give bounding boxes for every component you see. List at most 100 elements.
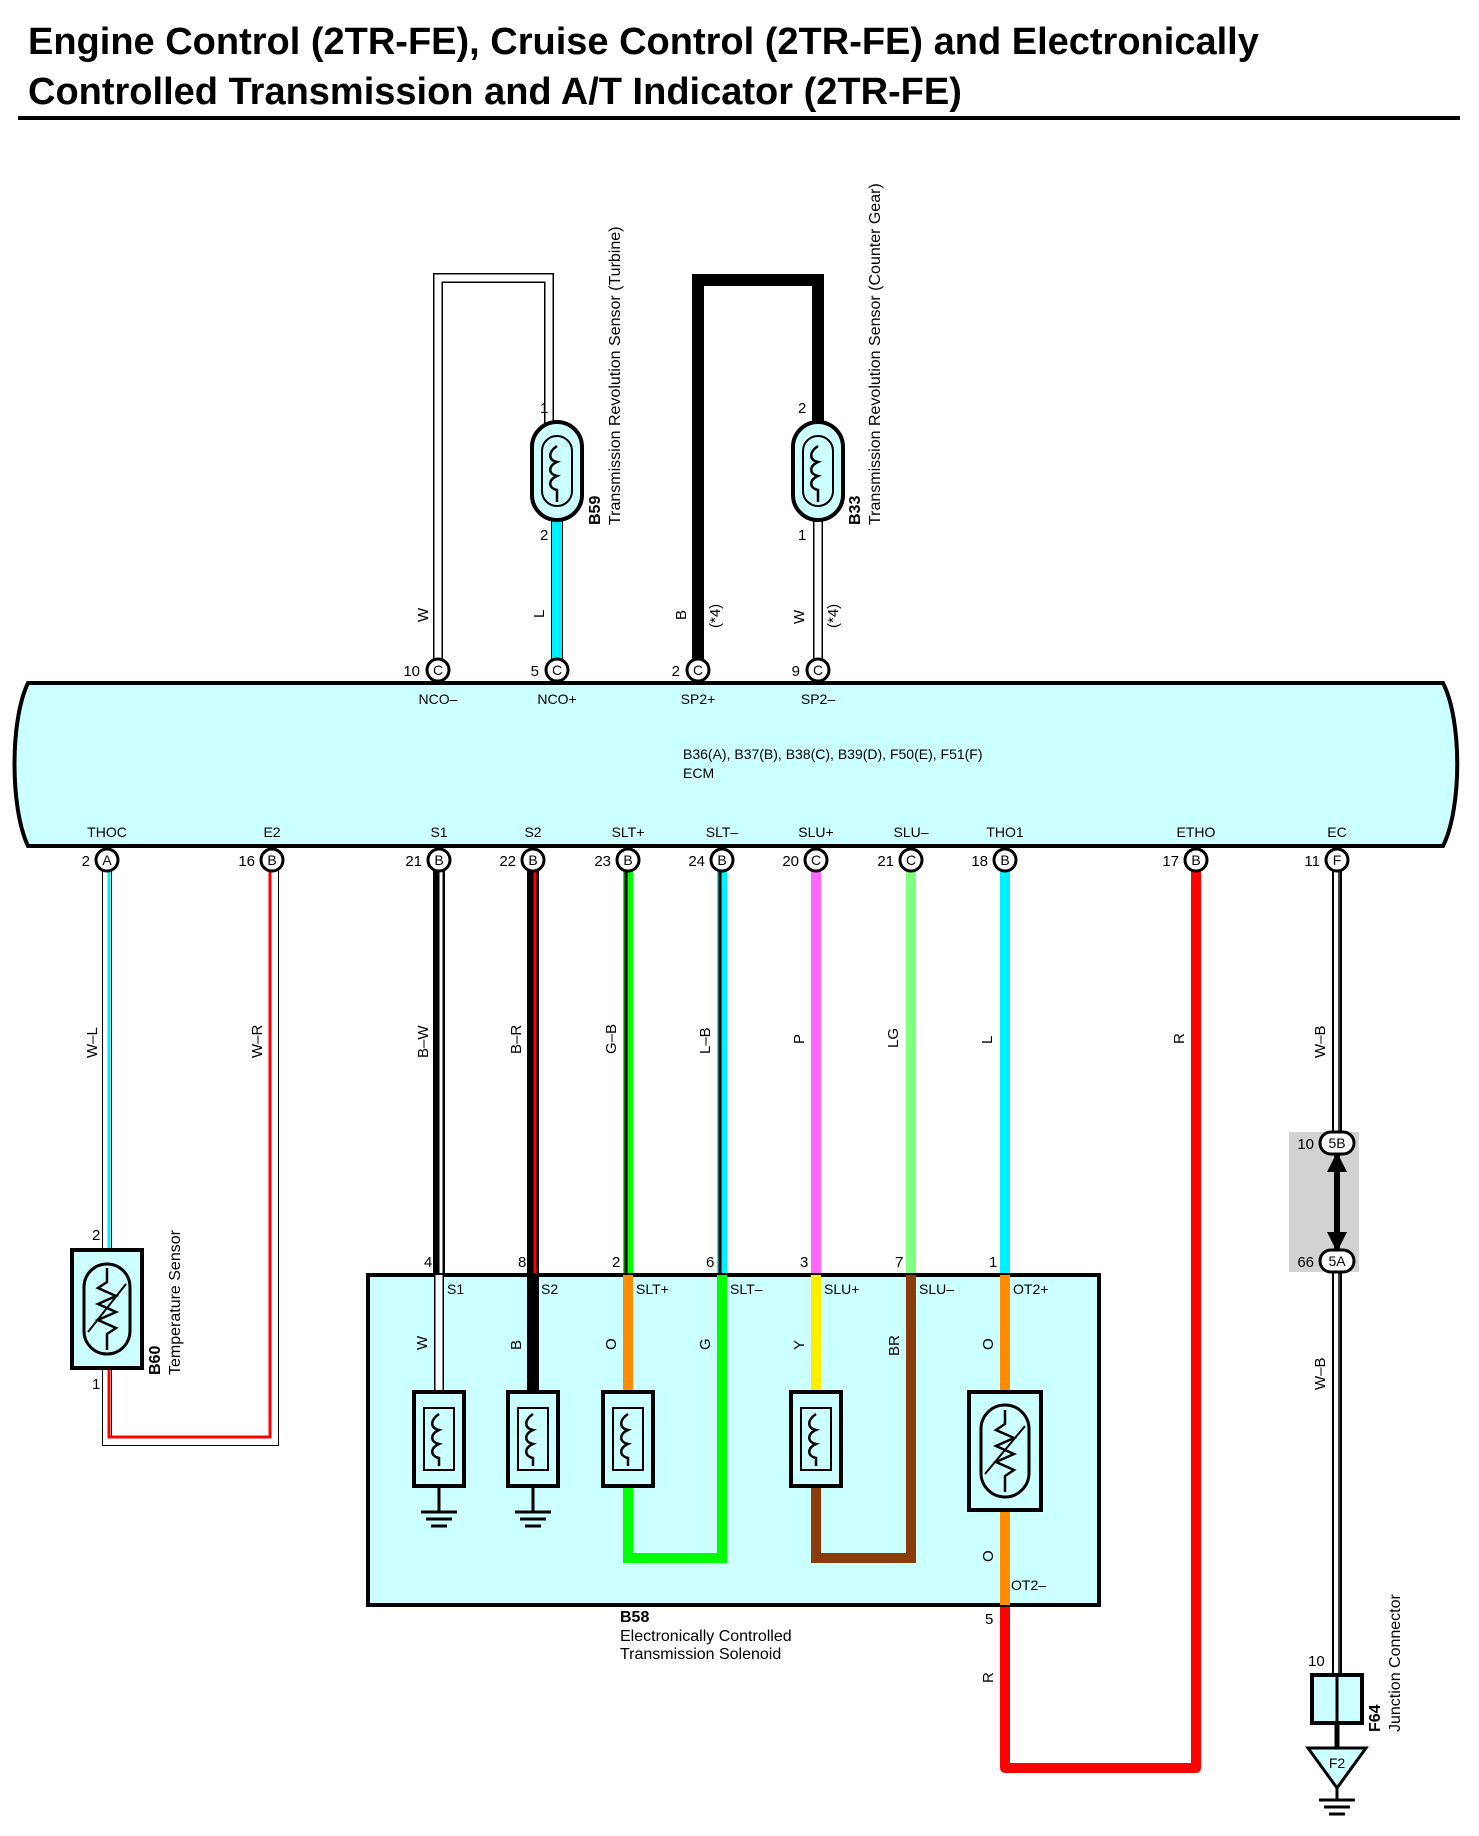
pin-num: 11 xyxy=(1304,853,1320,870)
junction-top-num: 10 xyxy=(1297,1136,1314,1153)
wire-sp2-plus xyxy=(692,274,824,668)
pin-conn: C xyxy=(813,662,823,678)
pin-conn: B xyxy=(717,852,726,868)
ecm-signal-e2: E2 xyxy=(263,824,280,840)
f64-pin: 10 xyxy=(1308,1653,1325,1670)
ecm-signal-sp2-plus: SP2+ xyxy=(681,691,716,707)
b58-signal: SLT+ xyxy=(636,1281,669,1297)
title-rule xyxy=(18,116,1460,120)
pin-num: 17 xyxy=(1162,853,1179,870)
b33-name: Transmission Revolution Sensor (Counter … xyxy=(867,183,884,525)
ecm-signal-tho1: THO1 xyxy=(986,824,1024,840)
pin-num: 18 xyxy=(971,853,988,870)
junction-connector-f64: 10 F64 Junction Connector xyxy=(1308,1593,1404,1748)
b58-code: B58 xyxy=(620,1609,649,1626)
pin-num: 21 xyxy=(405,853,422,870)
wire-label-s1: B–W xyxy=(415,1025,432,1058)
b58-wire-ot2-minus: O xyxy=(980,1550,997,1562)
wire-label-thoc: W–L xyxy=(84,1027,101,1058)
pin-num: 9 xyxy=(792,663,800,680)
pin-conn: F xyxy=(1333,852,1342,868)
wire-label-sp2-plus: B xyxy=(673,610,690,620)
junction-splice: 5B 10 5A 66 xyxy=(1289,1130,1359,1274)
b59-pin-bottom: 2 xyxy=(540,527,548,544)
ecm-signal-slt-minus: SLT– xyxy=(706,824,739,840)
wire-note-sp2-plus: (*4) xyxy=(707,604,724,628)
coil-icon xyxy=(549,444,561,502)
b58-pin: 6 xyxy=(706,1254,714,1271)
pin-conn: B xyxy=(1191,852,1200,868)
wire-label-s2: B–R xyxy=(508,1025,525,1054)
ecm-signal-etho: ETHO xyxy=(1177,824,1216,840)
pin-conn: B xyxy=(1000,852,1009,868)
wire-label-ot2-minus: R xyxy=(980,1672,997,1683)
wire-label-tho1: L xyxy=(979,1036,996,1044)
pin-conn: B xyxy=(528,852,537,868)
b58-signal: SLU+ xyxy=(824,1281,859,1297)
b59-pin-top: 1 xyxy=(540,400,548,417)
wire-label-sp2-minus: W xyxy=(791,609,808,624)
coil-icon xyxy=(412,1390,466,1488)
wire-label-etho: R xyxy=(1171,1033,1188,1044)
b59-code: B59 xyxy=(587,496,604,525)
sensor-b59: 1 2 B59 Transmission Revolution Sensor (… xyxy=(530,227,624,544)
coil-icon xyxy=(789,1390,843,1488)
pin-num: 2 xyxy=(82,853,90,870)
b58-pin: 2 xyxy=(612,1254,620,1271)
pin-num: 16 xyxy=(238,853,255,870)
wire-label-e2: W–R xyxy=(249,1025,266,1059)
pin-num: 22 xyxy=(499,853,516,870)
junction-top-code: 5B xyxy=(1328,1135,1345,1151)
ecm-bottom-pins: A 2 B 16 B 21 B 22 B 23 B 24 C 20 C 21 B… xyxy=(82,847,1350,873)
ecm-signal-s2: S2 xyxy=(524,824,541,840)
ecm-name: ECM xyxy=(683,765,714,781)
ecm-signal-slu-plus: SLU+ xyxy=(798,824,833,840)
junction-bottom-code: 5A xyxy=(1328,1253,1346,1269)
pin-conn: C xyxy=(906,852,916,868)
wire-note-sp2-minus: (*4) xyxy=(825,604,842,628)
ground-icon xyxy=(515,1486,551,1528)
pin-conn: C xyxy=(693,662,703,678)
pin-num: 2 xyxy=(672,663,680,680)
b58-wire: G xyxy=(697,1338,714,1350)
pin-num: 23 xyxy=(594,853,611,870)
pin-conn: B xyxy=(267,852,276,868)
wire-label-slu-minus: LG xyxy=(885,1028,902,1048)
b58-pin: 8 xyxy=(518,1254,526,1271)
b33-pin-top: 2 xyxy=(798,400,806,417)
b58-pin: 7 xyxy=(895,1254,903,1271)
ground-icon xyxy=(421,1486,457,1528)
pin-num: 24 xyxy=(688,853,705,870)
wire-label-ec: W–B xyxy=(1312,1025,1329,1058)
wire-label-ec-lower: W–B xyxy=(1312,1357,1329,1390)
f64-code: F64 xyxy=(1367,1704,1384,1732)
ecm-signal-nco-minus: NCO– xyxy=(419,691,458,707)
ecm-signal-slt-plus: SLT+ xyxy=(612,824,645,840)
pin-conn: C xyxy=(811,852,821,868)
ecm-signal-nco-plus: NCO+ xyxy=(537,691,576,707)
solenoid-b58: 4 8 2 6 3 7 1 S1 S2 SLT+ SLT– SLU+ SLU– … xyxy=(366,1254,1101,1607)
b60-pin-top: 2 xyxy=(92,1227,100,1244)
sensor-b33: 2 1 B33 Transmission Revolution Sensor (… xyxy=(791,183,884,544)
b58-wire: O xyxy=(603,1338,620,1350)
b58-name-line-2: Transmission Solenoid xyxy=(620,1646,781,1663)
ground-code: F2 xyxy=(1329,1755,1346,1771)
b60-name: Temperature Sensor xyxy=(167,1229,184,1375)
b58-signal: SLU– xyxy=(919,1281,954,1297)
b58-signal-ot2-minus: OT2– xyxy=(1011,1577,1046,1593)
arrow-down-icon xyxy=(1327,1232,1347,1252)
b58-signal: OT2+ xyxy=(1013,1281,1048,1297)
wire-e2 xyxy=(102,860,279,1446)
ecm-signal-sp2-minus: SP2– xyxy=(801,691,835,707)
ground-f2: F2 xyxy=(1305,1746,1369,1816)
b58-wire: O xyxy=(980,1338,997,1350)
wire-label-slu-plus: P xyxy=(791,1034,808,1044)
pin-conn: C xyxy=(433,662,443,678)
coil-icon xyxy=(810,444,822,502)
b58-signal: S2 xyxy=(541,1281,558,1297)
b58-pin: 1 xyxy=(989,1254,997,1271)
b33-pin-bottom: 1 xyxy=(798,527,806,544)
sensor-b60: 2 1 B60 Temperature Sensor xyxy=(70,1227,184,1393)
arrow-up-icon xyxy=(1327,1152,1347,1172)
